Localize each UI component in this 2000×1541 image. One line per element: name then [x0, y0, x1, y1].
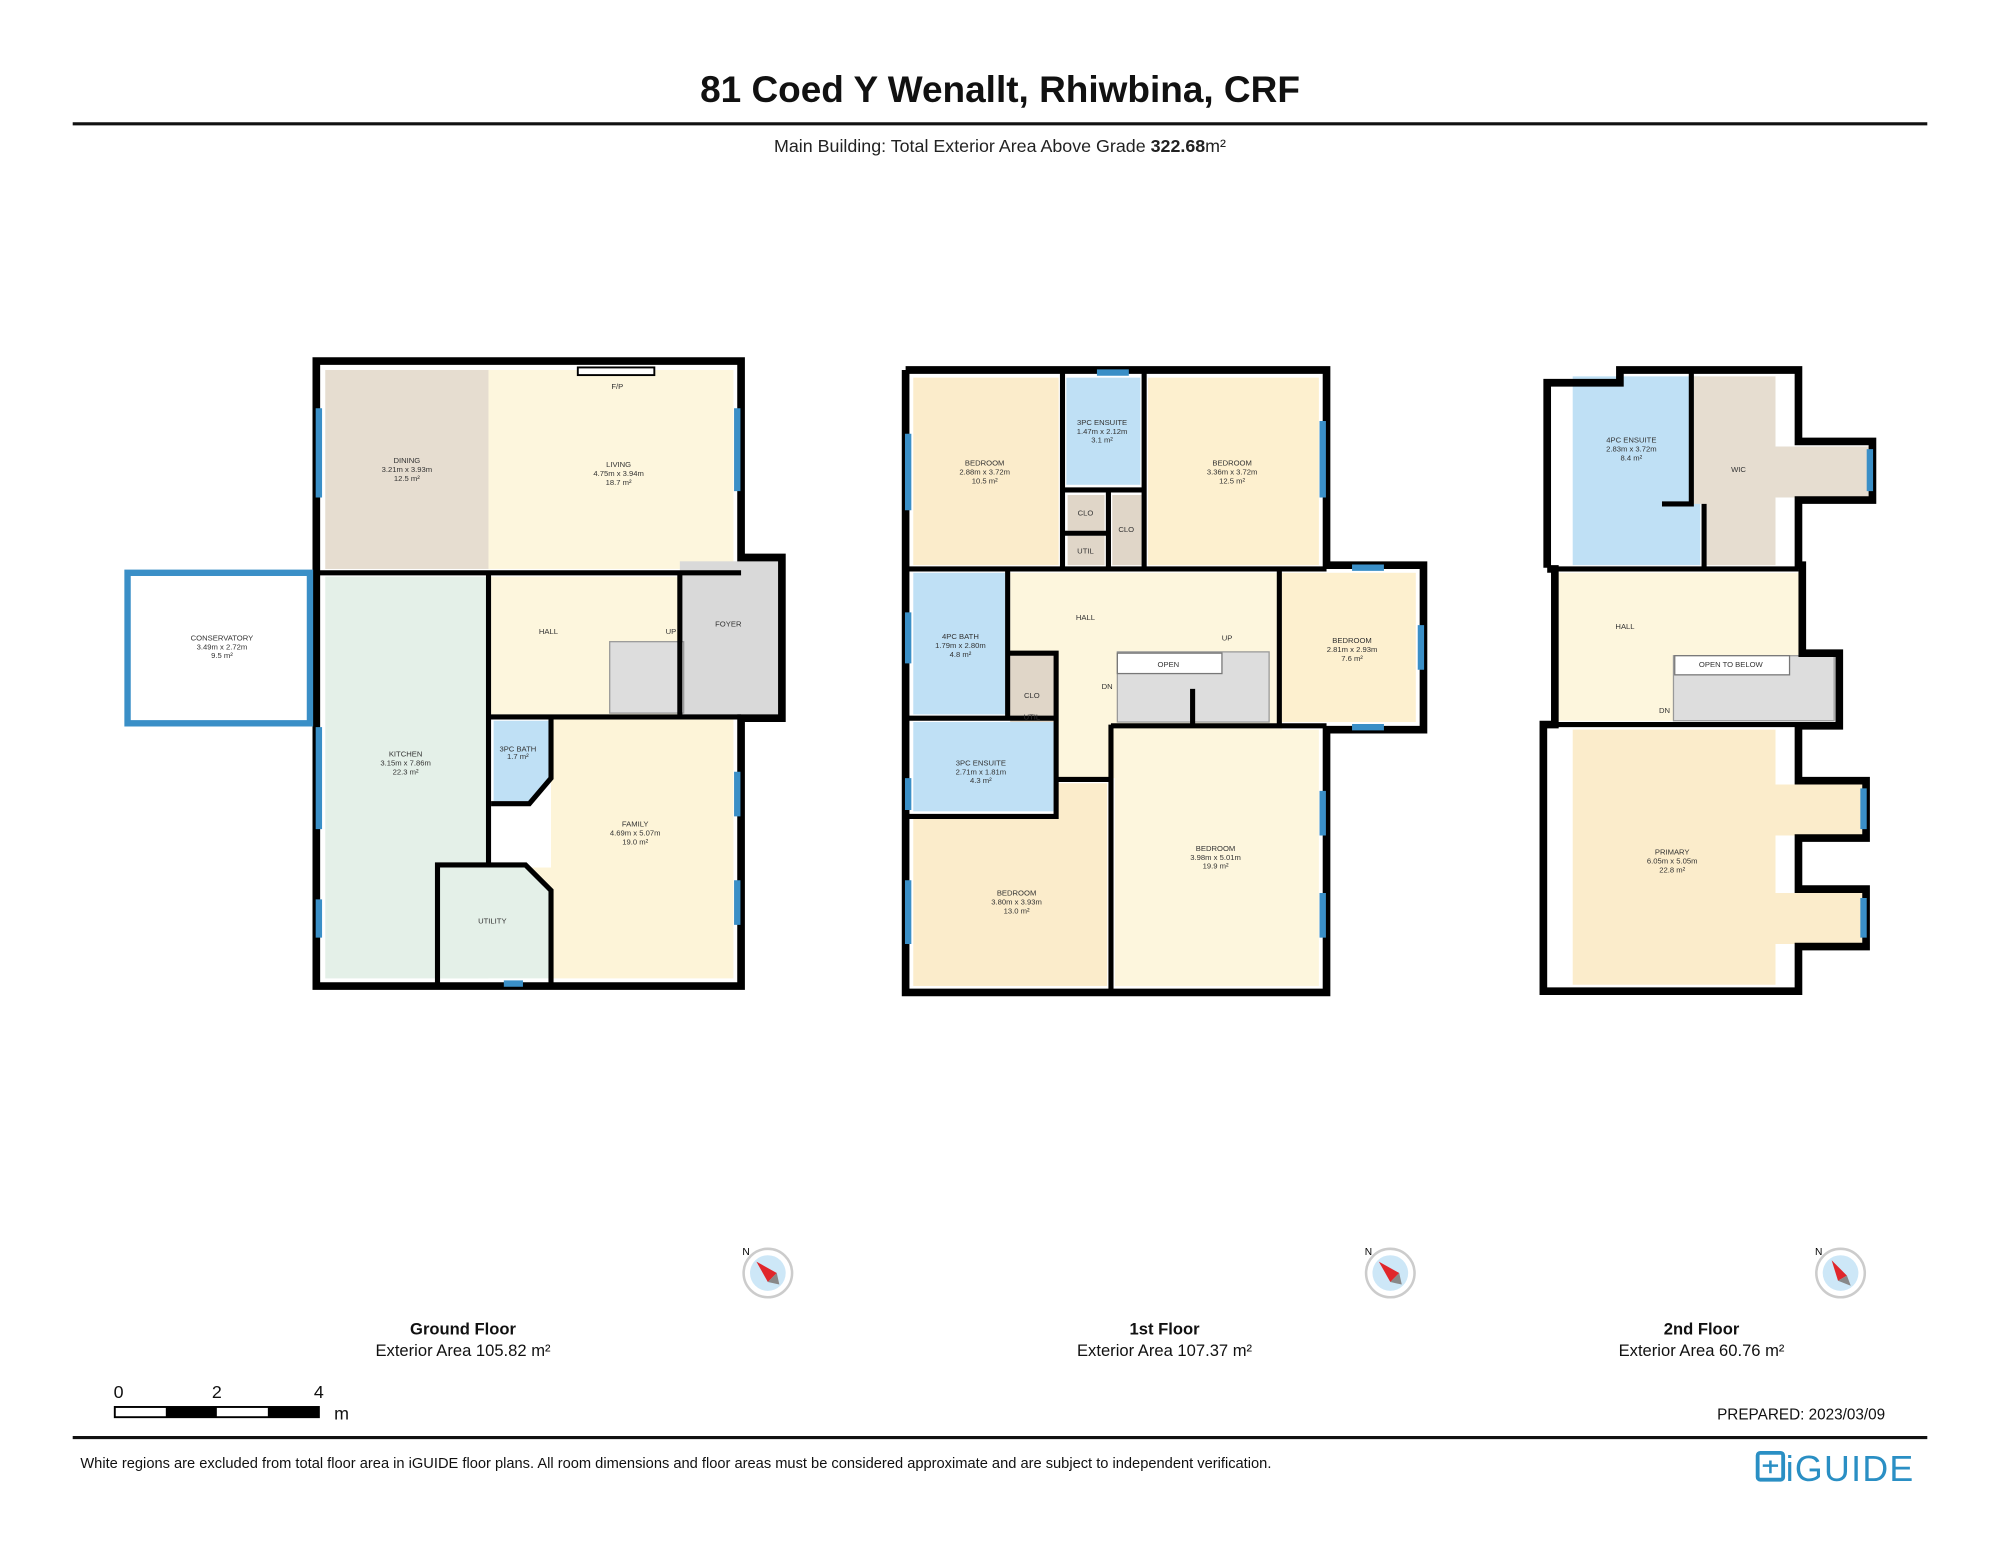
room-bedroom: [1281, 572, 1416, 723]
room-label: CLO: [1078, 508, 1094, 517]
room-bedroom: [913, 783, 1108, 987]
total-area-summary: Main Building: Total Exterior Area Above…: [774, 136, 1226, 156]
room-4pc-bath: [913, 572, 1006, 715]
stairs: [609, 641, 685, 714]
north-compass-icon: N: [1815, 1247, 1867, 1299]
north-compass-icon: N: [742, 1247, 794, 1299]
room-3pc-ensuite: [913, 722, 1054, 812]
floor-name: 1st Floor: [1130, 1319, 1201, 1338]
scale-bar: 0 2 4 m: [114, 1382, 349, 1424]
room-bedroom: [1147, 377, 1319, 566]
interior-wall: [491, 716, 554, 807]
open-area: [1116, 652, 1223, 675]
room-3pc-bath: [493, 720, 552, 802]
svg-text:0: 0: [114, 1382, 124, 1402]
svg-text:N: N: [1815, 1247, 1822, 1258]
room-4pc-ensuite: [1572, 376, 1701, 566]
fireplace-label: F/P: [611, 382, 623, 391]
interior-wall: [434, 862, 554, 987]
stairs-down-label: DN: [1102, 682, 1113, 691]
room-utility: [1067, 535, 1105, 566]
room-label: UTIL: [1024, 712, 1041, 721]
open-to-below-label: OPEN TO BELOW: [1699, 660, 1764, 669]
fireplace-icon: [576, 366, 656, 377]
svg-text:N: N: [1365, 1247, 1372, 1258]
floor-name: Ground Floor: [410, 1319, 516, 1338]
floor-name: 2nd Floor: [1664, 1319, 1740, 1338]
conservatory-glazing: [124, 569, 314, 727]
room-label: UTILITY: [478, 917, 506, 926]
room-family: [525, 716, 734, 979]
room-dining: [325, 369, 489, 569]
room-closet: [1067, 494, 1105, 531]
room-label: FOYER: [715, 619, 742, 628]
svg-text:N: N: [742, 1247, 749, 1258]
room-bedroom: [913, 377, 1059, 566]
floor-area: Exterior Area 60.76 m²: [1619, 1341, 1785, 1360]
room-label: WIC: [1731, 465, 1746, 474]
room-utility: [437, 867, 549, 979]
svg-text:m: m: [334, 1404, 349, 1424]
stairs-up-label: UP: [1222, 633, 1233, 642]
stairs-up-label: UP: [666, 627, 677, 636]
floor-area: Exterior Area 105.82 m²: [375, 1341, 551, 1360]
room-bedroom: [1114, 729, 1319, 987]
svg-text:2: 2: [212, 1382, 222, 1402]
room-3pc-ensuite: [1066, 377, 1141, 485]
room-label: CLO: [1118, 525, 1134, 534]
room-primary: [1572, 729, 1863, 985]
iguide-logo: iGUIDE: [1755, 1449, 1914, 1489]
exterior-wall: [901, 366, 1428, 997]
interior-wall: [1661, 372, 1694, 507]
disclaimer: White regions are excluded from total fl…: [80, 1456, 1271, 1472]
room-label: UTIL: [1077, 547, 1094, 556]
room-label: CLO: [1024, 691, 1040, 700]
page-title: 81 Coed Y Wenallt, Rhiwbina, CRF: [700, 69, 1300, 110]
open-to-below-area: [1674, 655, 1791, 676]
svg-text:iGUIDE: iGUIDE: [1786, 1449, 1914, 1489]
room-foyer: [679, 561, 779, 717]
prepared-date: PREPARED: 2023/03/09: [1717, 1407, 1885, 1424]
room-label: HALL: [1615, 622, 1634, 631]
north-compass-icon: N: [1365, 1247, 1416, 1299]
room-label: HALL: [539, 627, 558, 636]
room-wic: [1693, 376, 1870, 566]
room-closet: [1112, 494, 1142, 566]
exterior-wall: [312, 357, 786, 990]
svg-text:4: 4: [314, 1382, 324, 1402]
room-label: HALL: [1076, 613, 1095, 622]
stairs-down-label: DN: [1659, 706, 1670, 715]
open-label: OPEN: [1158, 660, 1180, 669]
room-living: [488, 369, 734, 569]
floor-area: Exterior Area 107.37 m²: [1077, 1341, 1253, 1360]
interior-wall: [905, 650, 1059, 819]
room-conservatory: [127, 572, 310, 724]
